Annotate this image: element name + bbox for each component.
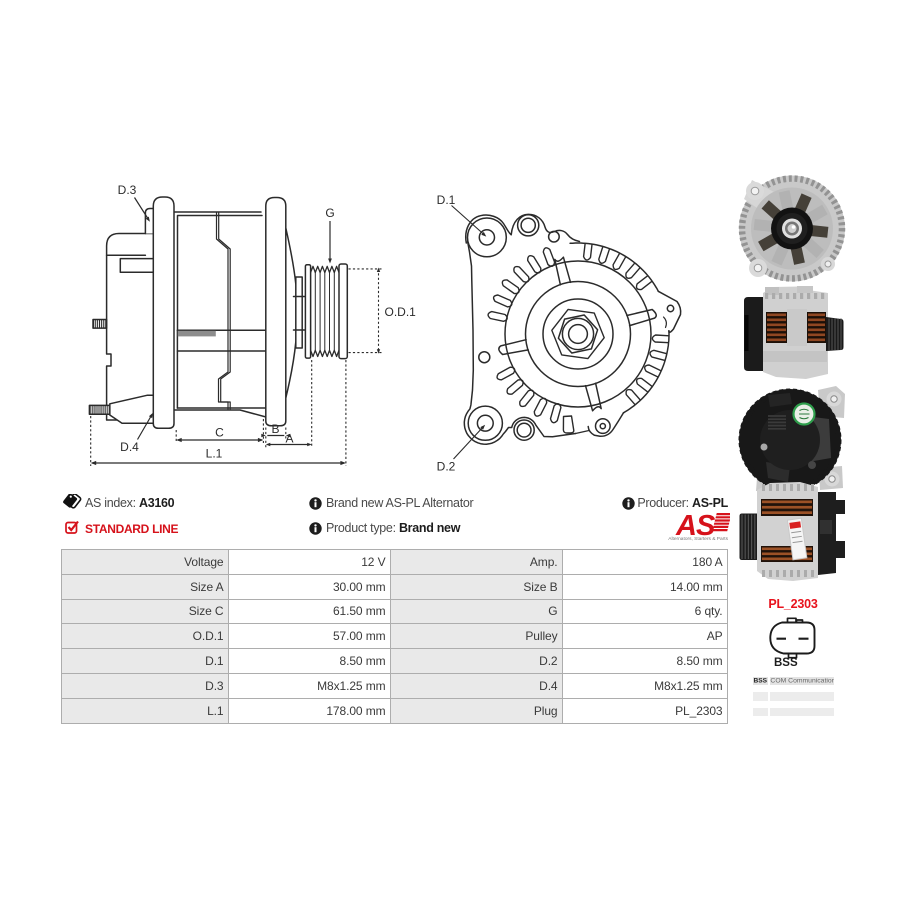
svg-text:D.3: D.3 — [118, 183, 137, 197]
svg-text:D.1: D.1 — [437, 193, 456, 207]
svg-text:L.1: L.1 — [206, 447, 223, 461]
svg-text:AS: AS — [675, 510, 716, 542]
svg-text:O.D.1: O.D.1 — [385, 305, 417, 319]
svg-text:B: B — [271, 422, 279, 436]
svg-text:A: A — [285, 432, 293, 446]
svg-text:D.2: D.2 — [437, 460, 456, 474]
svg-text:Alternators, Starters & Parts: Alternators, Starters & Parts — [668, 536, 728, 542]
svg-text:D.4: D.4 — [120, 440, 139, 454]
svg-text:G: G — [325, 206, 334, 220]
svg-text:C: C — [215, 426, 224, 440]
